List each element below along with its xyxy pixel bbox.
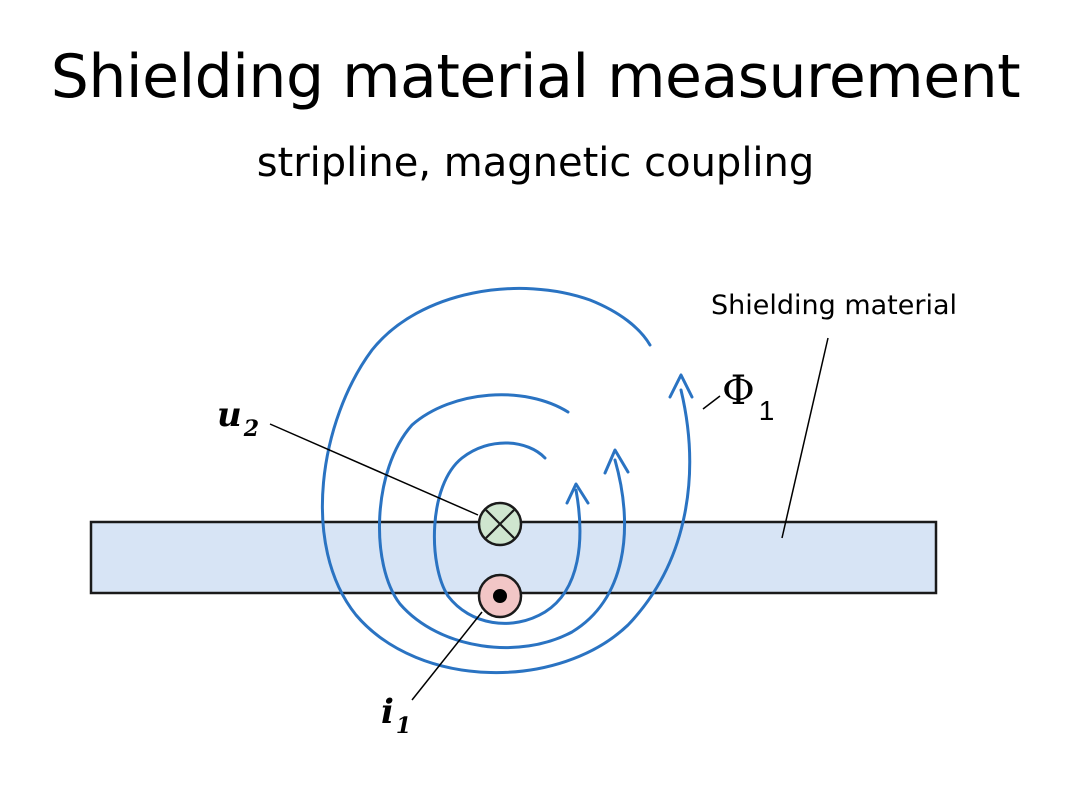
leader-i1 <box>411 611 483 701</box>
voltage-subscript: 2 <box>243 416 259 442</box>
field-line-inner <box>432 441 582 625</box>
flux-symbol: Φ <box>722 368 755 414</box>
dot-circle-icon <box>477 573 523 619</box>
field-arrow-outer <box>668 373 694 399</box>
slide-subtitle: stripline, magnetic coupling <box>256 140 815 186</box>
field-line-second <box>378 393 627 649</box>
leader-shielding <box>781 337 829 539</box>
flux-subscript: 1 <box>759 395 775 426</box>
leader-phi <box>702 395 721 410</box>
field-arrow-second <box>603 448 630 475</box>
current-label: i1 <box>381 692 411 739</box>
cross-circle-icon <box>477 501 523 547</box>
shielding-material-label: Shielding material <box>711 290 957 321</box>
current-symbol: i <box>381 692 394 732</box>
field-line-outer <box>321 286 692 675</box>
leader-lines <box>269 337 829 701</box>
field-arrow-inner <box>565 482 590 505</box>
field-lines <box>321 286 694 675</box>
leader-u2 <box>269 423 479 516</box>
voltage-label: u2 <box>217 395 259 442</box>
current-subscript: 1 <box>396 713 411 739</box>
voltage-symbol: u <box>217 395 242 435</box>
slide-title: Shielding material measurement <box>50 42 1021 112</box>
